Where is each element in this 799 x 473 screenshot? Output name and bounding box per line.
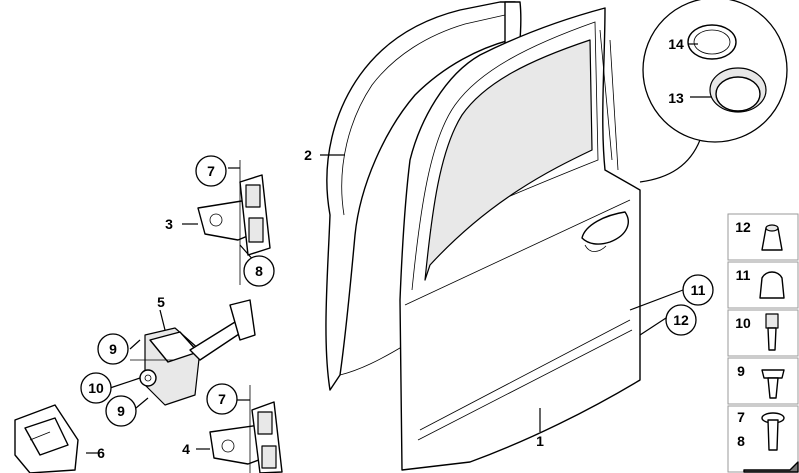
upper-hinge [197,160,271,285]
callout-labels: 1 2 3 4 5 6 7 8 9 10 9 7 11 12 13 14 12 … [80,36,751,461]
lower-hinge [209,385,283,473]
panel-label-9: 9 [737,363,745,379]
door-check [130,299,256,406]
panel-label-11: 11 [736,267,751,283]
callout-9-upper: 9 [109,341,117,357]
callout-2: 2 [304,147,312,163]
grommet-detail-circle [639,0,788,183]
callout-9-lower: 9 [117,403,125,419]
panel-label-10: 10 [735,315,751,331]
panel-label-12: 12 [735,219,751,235]
panel-label-7: 7 [737,409,745,425]
panel-label-8: 8 [737,433,745,449]
door-panel [399,7,641,471]
callout-11: 11 [691,282,706,298]
callout-4: 4 [182,441,190,457]
callout-12: 12 [673,312,689,328]
callout-7-lower: 7 [218,391,226,407]
callout-8: 8 [255,263,263,279]
check-cover-cap [14,404,79,473]
callout-13: 13 [668,90,684,106]
fastener-panel-column [727,213,799,473]
callout-10: 10 [88,380,104,396]
callout-3: 3 [165,216,173,232]
callout-1: 1 [536,433,544,449]
callout-7-upper: 7 [207,163,215,179]
callout-5: 5 [157,294,165,310]
callout-14: 14 [668,36,684,52]
callout-6: 6 [97,445,105,461]
